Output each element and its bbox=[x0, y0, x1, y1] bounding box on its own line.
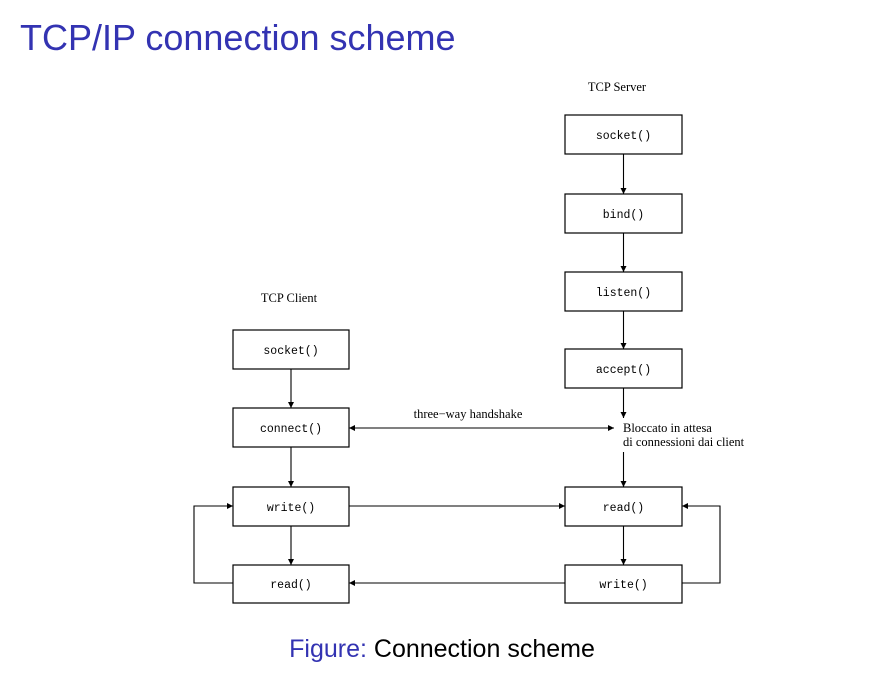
server-listen-label: listen() bbox=[596, 287, 651, 300]
server-write-label: write() bbox=[599, 579, 647, 592]
server-accept-label: accept() bbox=[596, 364, 651, 377]
server-read-box: read() bbox=[564, 486, 683, 527]
client-connect-box: connect() bbox=[232, 407, 350, 448]
page-title: TCP/IP connection scheme bbox=[20, 17, 456, 58]
handshake-label: three−way handshake bbox=[414, 407, 523, 421]
blocked-label-line2: di connessioni dai client bbox=[623, 435, 745, 449]
client-read-box: read() bbox=[232, 564, 350, 604]
arrow-server-loop-write-to-read bbox=[682, 503, 721, 584]
blocked-label-line1: Bloccato in attesa bbox=[623, 421, 712, 435]
server-socket-label: socket() bbox=[596, 130, 651, 143]
server-socket-box: socket() bbox=[564, 114, 683, 155]
client-write-box: write() bbox=[232, 486, 350, 527]
server-bind-box: bind() bbox=[564, 193, 683, 234]
client-write-label: write() bbox=[267, 502, 315, 515]
client-connect-label: connect() bbox=[260, 423, 322, 436]
server-bind-label: bind() bbox=[603, 209, 644, 222]
client-read-label: read() bbox=[270, 579, 311, 592]
server-accept-box: accept() bbox=[564, 348, 683, 389]
server-heading: TCP Server bbox=[588, 80, 647, 94]
server-write-box: write() bbox=[564, 564, 683, 604]
client-socket-box: socket() bbox=[232, 329, 350, 370]
client-socket-label: socket() bbox=[263, 345, 318, 358]
caption-prefix: Figure: bbox=[289, 635, 367, 663]
server-read-label: read() bbox=[603, 502, 644, 515]
server-listen-box: listen() bbox=[564, 271, 683, 312]
client-heading: TCP Client bbox=[261, 291, 318, 305]
caption-text: Connection scheme bbox=[373, 635, 595, 663]
arrow-client-loop-read-to-write bbox=[193, 503, 233, 584]
figure-caption: Figure: Connection scheme bbox=[0, 632, 884, 666]
